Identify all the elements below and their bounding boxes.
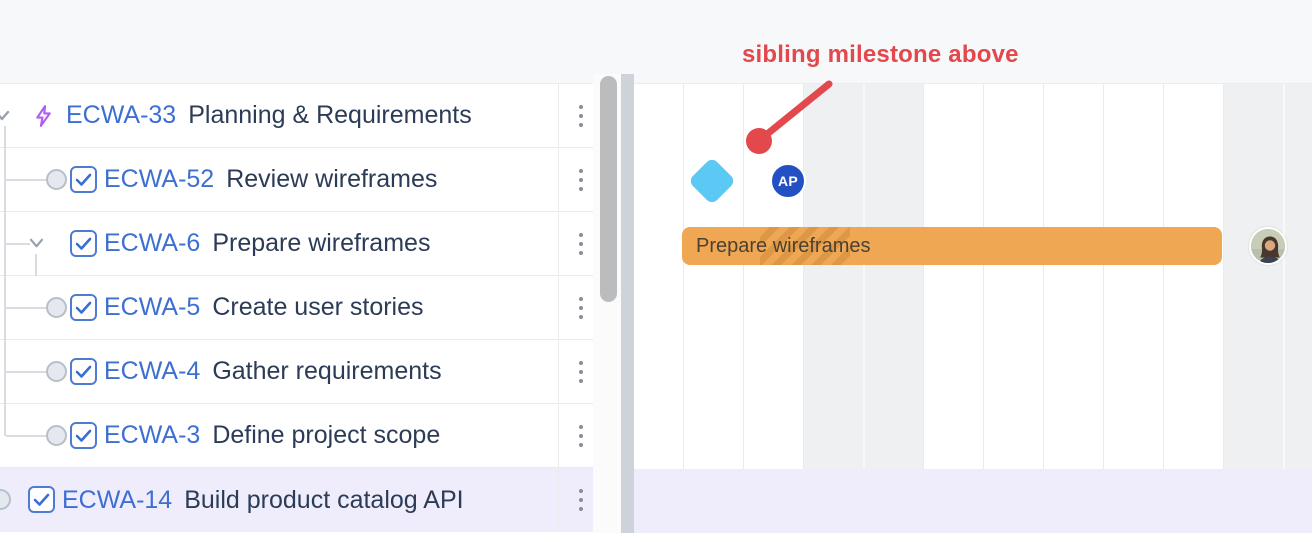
more-options-button[interactable] <box>569 212 593 276</box>
tree-line <box>6 307 46 309</box>
day-column <box>1103 84 1163 533</box>
tree-line <box>6 435 46 437</box>
divider <box>558 340 559 403</box>
done-checkbox[interactable] <box>70 294 97 321</box>
tree-line <box>6 243 30 245</box>
task-row-ecwa-5[interactable]: ECWA-5 Create user stories <box>0 276 593 340</box>
task-row-ecwa-6[interactable]: ECWA-6 Prepare wireframes <box>0 212 593 276</box>
issue-title[interactable]: Review wireframes <box>226 165 438 193</box>
tree-line <box>4 148 6 212</box>
weekend-column <box>1283 84 1312 533</box>
more-options-button[interactable] <box>569 276 593 340</box>
done-checkbox[interactable] <box>28 486 55 513</box>
tree-line <box>4 126 6 148</box>
more-options-button[interactable] <box>569 84 593 148</box>
issue-title[interactable]: Planning & Requirements <box>188 101 472 129</box>
day-column <box>1043 84 1103 533</box>
weekend-column <box>1223 84 1283 533</box>
assignee-photo-avatar[interactable] <box>1249 227 1287 265</box>
divider <box>558 84 559 147</box>
day-column <box>743 84 803 533</box>
assignee-initials-badge[interactable]: AP <box>770 163 806 199</box>
task-row-ecwa-33[interactable]: ECWA-33 Planning & Requirements <box>0 84 593 148</box>
task-row-ecwa-52[interactable]: ECWA-52 Review wireframes <box>0 148 593 212</box>
collapse-chevron-icon[interactable] <box>0 110 10 122</box>
timeline-header-band <box>0 0 1312 84</box>
weekend-column <box>863 84 923 533</box>
issue-key[interactable]: ECWA-6 <box>104 229 201 257</box>
tree-line <box>4 276 6 340</box>
issue-key[interactable]: ECWA-52 <box>104 165 215 193</box>
issue-title[interactable]: Gather requirements <box>212 357 442 385</box>
done-checkbox[interactable] <box>70 230 97 257</box>
dependency-handle[interactable] <box>46 169 67 190</box>
divider <box>558 404 559 467</box>
tree-line <box>6 179 46 181</box>
weekend-column <box>803 84 863 533</box>
more-options-button[interactable] <box>569 468 593 532</box>
day-column <box>683 84 743 533</box>
dependency-handle[interactable] <box>46 425 67 446</box>
epic-bolt-icon <box>36 105 51 127</box>
selected-row-highlight <box>634 469 1312 533</box>
divider <box>558 468 559 532</box>
task-list-panel: ECWA-33 Planning & Requirements ECWA-52 … <box>0 84 593 533</box>
bar-hatch-pattern <box>760 227 850 265</box>
done-checkbox[interactable] <box>70 166 97 193</box>
issue-key[interactable]: ECWA-5 <box>104 293 201 321</box>
gantt-bar-prepare-wireframes[interactable]: Prepare wireframes <box>682 227 1222 265</box>
day-column <box>634 84 683 533</box>
bar-label: Prepare wireframes <box>696 234 871 257</box>
issue-title[interactable]: Define project scope <box>212 421 441 449</box>
issue-title[interactable]: Prepare wireframes <box>212 229 431 257</box>
task-row-ecwa-3[interactable]: ECWA-3 Define project scope <box>0 404 593 468</box>
tree-line <box>4 404 6 436</box>
tree-line <box>4 212 6 276</box>
more-options-button[interactable] <box>569 148 593 212</box>
issue-key[interactable]: ECWA-4 <box>104 357 201 385</box>
tree-line <box>35 254 37 276</box>
issue-key[interactable]: ECWA-14 <box>62 485 173 514</box>
task-row-ecwa-4[interactable]: ECWA-4 Gather requirements <box>0 340 593 404</box>
panel-resize-divider[interactable] <box>621 74 634 533</box>
more-options-button[interactable] <box>569 340 593 404</box>
divider <box>558 276 559 339</box>
collapse-chevron-icon[interactable] <box>29 238 44 249</box>
task-row-ecwa-14[interactable]: ECWA-14 Build product catalog API <box>0 468 593 532</box>
dependency-handle[interactable] <box>46 361 67 382</box>
divider <box>558 212 559 275</box>
day-column <box>923 84 983 533</box>
day-column <box>983 84 1043 533</box>
day-column <box>1163 84 1223 533</box>
issue-key[interactable]: ECWA-3 <box>104 421 201 449</box>
issue-key[interactable]: ECWA-33 <box>66 101 177 129</box>
dependency-handle[interactable] <box>46 297 67 318</box>
tree-line <box>6 371 46 373</box>
done-checkbox[interactable] <box>70 422 97 449</box>
issue-title[interactable]: Create user stories <box>212 293 424 321</box>
done-checkbox[interactable] <box>70 358 97 385</box>
vertical-scrollbar-track[interactable] <box>593 74 621 533</box>
divider <box>558 148 559 211</box>
tree-line <box>4 340 6 404</box>
vertical-scrollbar-thumb[interactable] <box>600 76 617 302</box>
gantt-timeline: AP Prepare wireframes <box>634 84 1312 533</box>
issue-title[interactable]: Build product catalog API <box>184 485 464 514</box>
more-options-button[interactable] <box>569 404 593 468</box>
annotation-text: sibling milestone above <box>742 41 1019 68</box>
